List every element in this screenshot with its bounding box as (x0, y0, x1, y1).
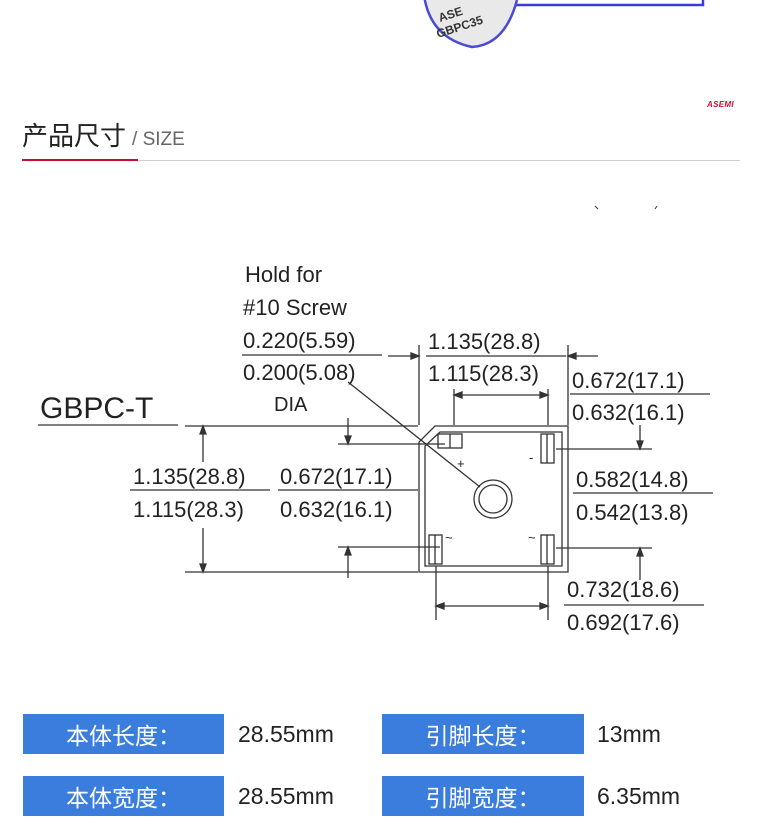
pin-h-max: 0.732(18.6) (567, 577, 680, 602)
hole-dia-min: 0.200(5.08) (243, 360, 356, 385)
model-label: GBPC-T (40, 392, 153, 425)
hole-dia-max: 0.220(5.59) (243, 328, 356, 353)
section-subtitle: / SIZE (132, 129, 185, 150)
hole-x-max: 0.672(17.1) (572, 368, 685, 393)
section-divider (22, 160, 740, 161)
chip-illustration: ASE GBPC35 (423, 0, 705, 49)
hole-y-max: 0.672(17.1) (280, 464, 393, 489)
pin-minus-label: - (529, 450, 533, 465)
pin-ac2-label: ~ (528, 530, 536, 545)
width-max: 1.135(28.8) (428, 329, 541, 354)
hole-note-line2: #10 Screw (243, 295, 347, 320)
brand-logo: ASEMI (707, 100, 734, 109)
spec-label-body-width: 本体宽度： (23, 776, 224, 816)
spec-value-body-length: 28.55mm (238, 720, 334, 747)
pin-h-min: 0.692(17.6) (567, 610, 680, 635)
spec-value-lead-width: 6.35mm (597, 782, 681, 809)
pin-ac1-label: ~ (445, 530, 453, 545)
product-image: ASE GBPC35 (0, 0, 770, 60)
spec-label-lead-width: 引脚宽度： (382, 776, 584, 816)
spec-value-body-width: 28.55mm (238, 782, 334, 809)
spec-label-body-length: 本体长度： (23, 714, 224, 754)
section-title-text: 产品尺寸 (22, 122, 127, 152)
height-min: 1.115(28.3) (133, 497, 244, 522)
pin-v-max: 0.582(14.8) (576, 467, 689, 492)
spec-label-lead-length: 引脚长度： (382, 714, 584, 754)
section-title: 产品尺寸/ SIZE (22, 116, 185, 153)
hole-x-min: 0.632(16.1) (572, 400, 685, 425)
pin-v-min: 0.542(13.8) (576, 500, 689, 525)
dimension-drawing: GBPC-T Hold for #10 Screw 0.220(5.59) 0.… (38, 205, 713, 635)
hole-y-min: 0.632(16.1) (280, 497, 393, 522)
height-max: 1.135(28.8) (133, 464, 246, 489)
spec-value-lead-length: 13mm (597, 720, 661, 747)
section-divider-accent (22, 159, 138, 161)
hole-note-line1: Hold for (245, 262, 322, 287)
pin-plus-label: + (457, 456, 465, 471)
hole-dia-unit: DIA (274, 394, 308, 416)
width-min: 1.115(28.3) (428, 361, 539, 386)
